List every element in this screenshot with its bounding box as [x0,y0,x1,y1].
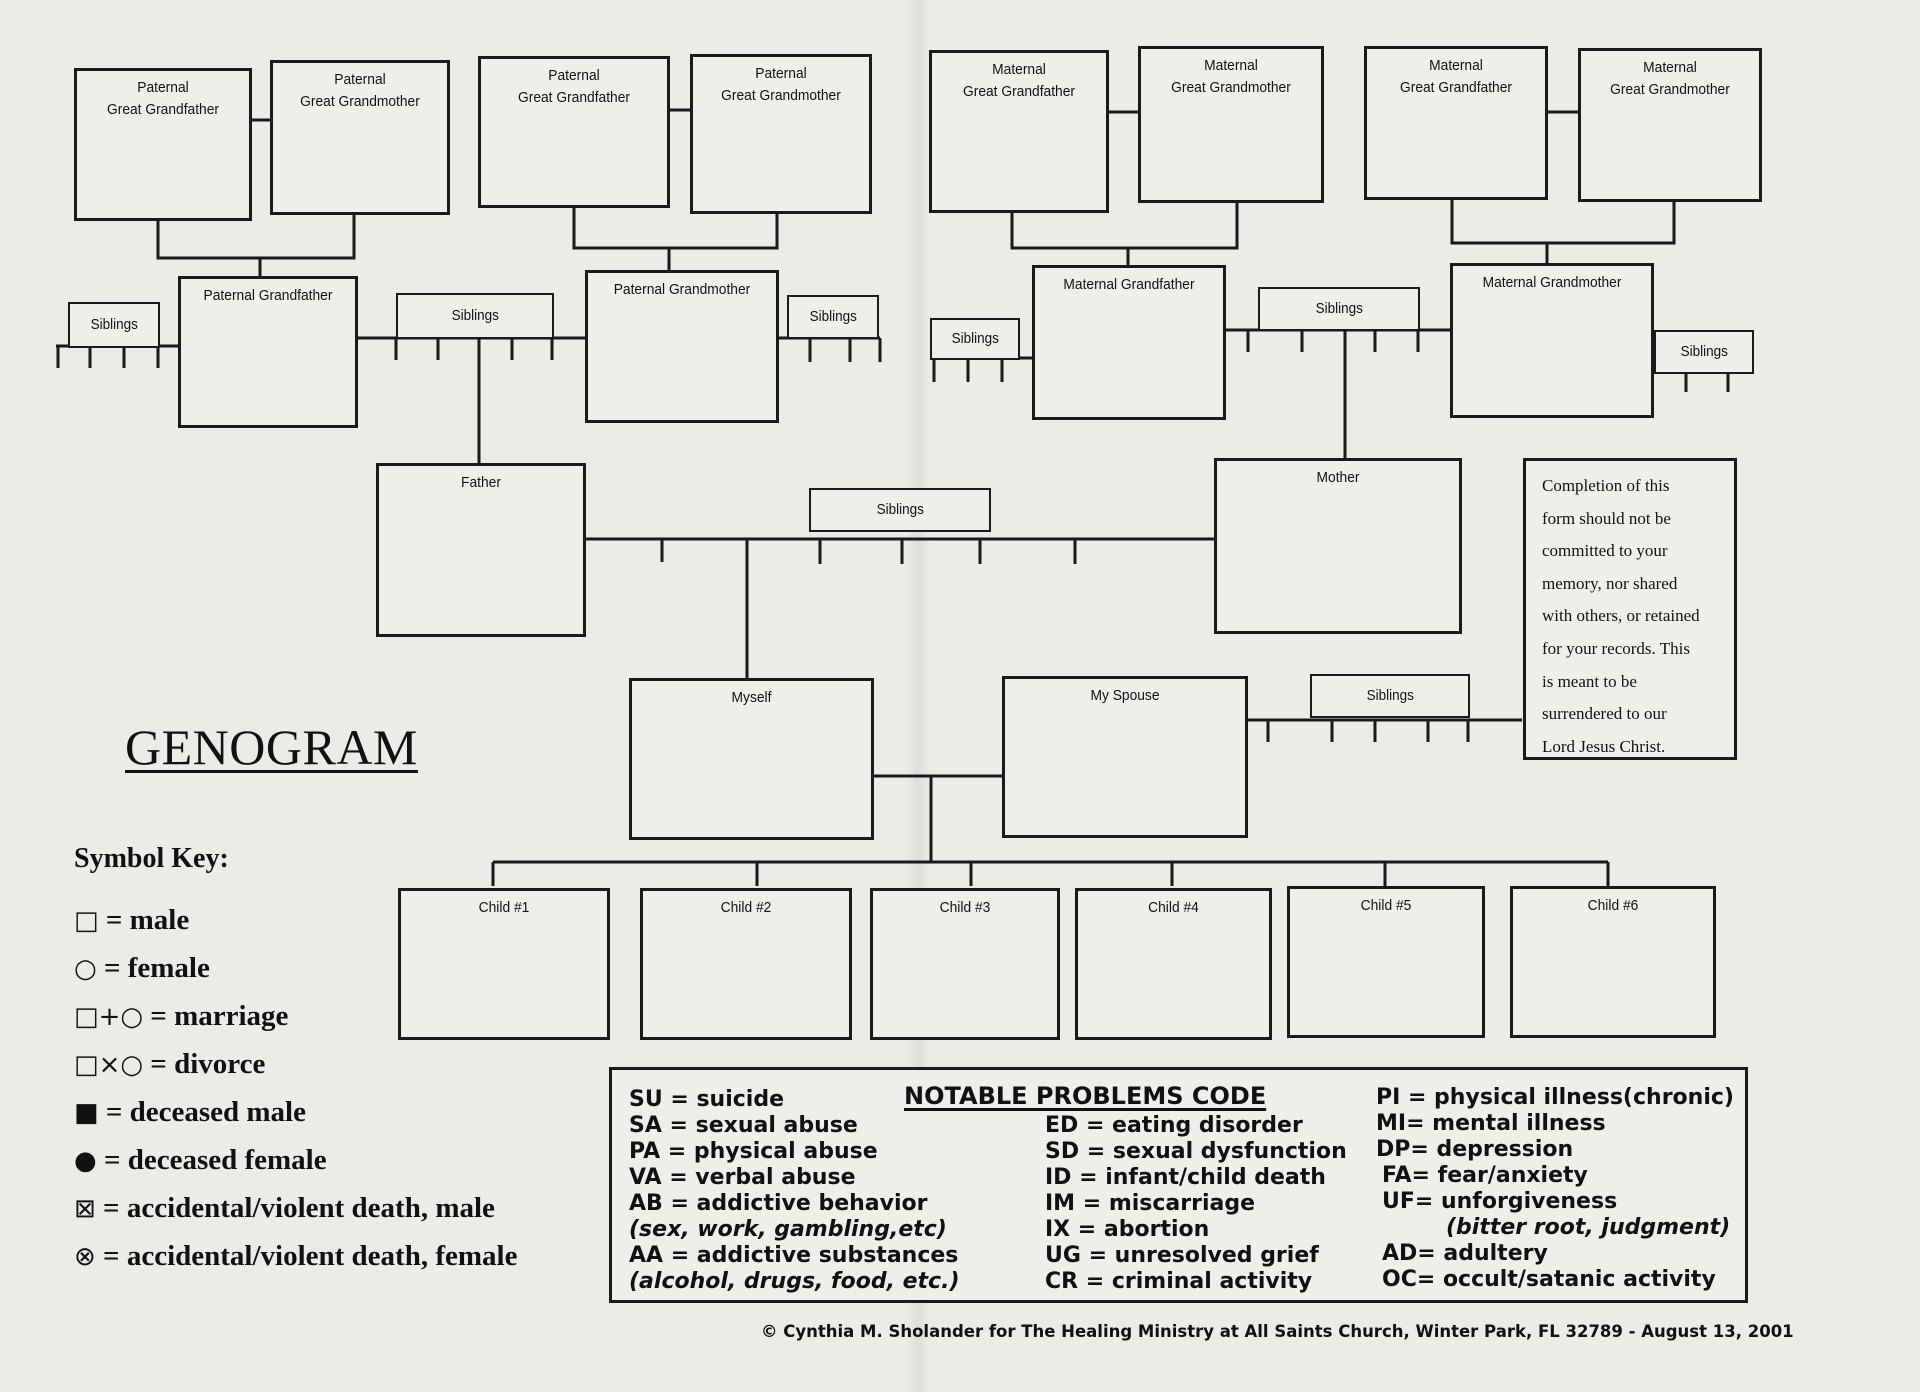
filled-circle-icon: ● [74,1146,97,1176]
myself-box[interactable]: Myself [629,678,874,840]
notable-problems-box: NOTABLE PROBLEMS CODE SU = suicide SA = … [609,1067,1748,1303]
paternal-great-grandfather-1[interactable]: Paternal Great Grandfather [74,68,252,221]
key-row-deceased-male: ■ = deceased male [74,1096,306,1128]
maternal-great-grandmother-2[interactable]: Maternal Great Grandmother [1578,48,1762,202]
code-item: SA = sexual abuse [629,1113,858,1138]
code-item: ID = infant/child death [1045,1165,1326,1190]
paternal-grandfather[interactable]: Paternal Grandfather [178,276,358,428]
copyright-notice: © Cynthia M. Sholander for The Healing M… [761,1322,1794,1341]
code-item: DP= depression [1376,1137,1574,1162]
maternal-grandfather[interactable]: Maternal Grandfather [1032,265,1226,420]
code-item: IM = miscarriage [1045,1191,1256,1216]
code-item: AD= adultery [1382,1241,1548,1266]
siblings-box-maternal-grandmother[interactable]: Siblings [1654,330,1754,374]
code-item: UG = unresolved grief [1045,1243,1319,1268]
code-item: OC= occult/satanic activity [1382,1267,1716,1292]
siblings-box-parents[interactable]: Siblings [809,488,991,532]
crossed-square-icon: ⊠ [74,1194,96,1224]
key-row-female: ○ = female [74,952,210,984]
child-1-box[interactable]: Child #1 [398,888,610,1040]
page-title: GENOGRAM [125,719,418,775]
code-item: SD = sexual dysfunction [1045,1139,1347,1164]
symbol-key-heading: Symbol Key: [74,843,229,874]
code-item: VA = verbal abuse [629,1165,856,1190]
code-item: SU = suicide [629,1087,785,1112]
siblings-box-maternal-grandparents[interactable]: Siblings [1258,287,1420,331]
siblings-box-paternal-grandfather[interactable]: Siblings [68,302,160,348]
female-circle-icon: ○ [74,954,97,984]
child-6-box[interactable]: Child #6 [1510,886,1716,1038]
crossed-circle-icon: ⊗ [74,1242,96,1272]
child-3-box[interactable]: Child #3 [870,888,1060,1040]
maternal-grandmother[interactable]: Maternal Grandmother [1450,263,1654,418]
father-box[interactable]: Father [376,463,586,637]
paternal-grandmother[interactable]: Paternal Grandmother [585,270,779,423]
completion-note: Completion of this form should not be co… [1523,458,1737,760]
male-square-icon: □ [74,906,99,936]
code-item: (alcohol, drugs, food, etc.) [629,1269,960,1294]
spouse-box[interactable]: My Spouse [1002,676,1248,838]
key-row-violent-death-female: ⊗ = accidental/violent death, female [74,1240,518,1272]
siblings-box-paternal-grandmother[interactable]: Siblings [787,295,879,339]
code-item: PI = physical illness(chronic) [1376,1085,1734,1110]
code-item: FA= fear/anxiety [1382,1163,1588,1188]
siblings-box-spouse[interactable]: Siblings [1310,674,1470,718]
child-2-box[interactable]: Child #2 [640,888,852,1040]
key-row-divorce: □×○ = divorce [74,1048,266,1080]
key-row-male: □ = male [74,904,190,936]
maternal-great-grandmother-1[interactable]: Maternal Great Grandmother [1138,46,1324,203]
filled-square-icon: ■ [74,1098,99,1128]
code-item: PA = physical abuse [629,1139,878,1164]
code-item: AA = addictive substances [629,1243,959,1268]
marriage-icon: □+○ [74,1002,144,1032]
child-4-box[interactable]: Child #4 [1075,888,1272,1040]
maternal-great-grandfather-2[interactable]: Maternal Great Grandfather [1364,46,1548,200]
paternal-great-grandfather-2[interactable]: Paternal Great Grandfather [478,56,670,208]
paternal-great-grandmother-1[interactable]: Paternal Great Grandmother [270,60,450,215]
maternal-great-grandfather-1[interactable]: Maternal Great Grandfather [929,50,1109,213]
divorce-icon: □×○ [74,1050,144,1080]
mother-box[interactable]: Mother [1214,458,1462,634]
key-row-marriage: □+○ = marriage [74,1000,289,1032]
paternal-great-grandmother-2[interactable]: Paternal Great Grandmother [690,54,872,214]
code-item: AB = addictive behavior [629,1191,928,1216]
key-row-deceased-female: ● = deceased female [74,1144,327,1176]
key-row-violent-death-male: ⊠ = accidental/violent death, male [74,1192,495,1224]
code-item: (sex, work, gambling,etc) [629,1217,947,1242]
child-5-box[interactable]: Child #5 [1287,886,1485,1038]
siblings-box-maternal-grandfather[interactable]: Siblings [930,318,1020,360]
code-item: UF= unforgiveness [1382,1189,1618,1214]
code-item: ED = eating disorder [1045,1113,1303,1138]
notable-problems-title: NOTABLE PROBLEMS CODE [904,1082,1267,1110]
code-item: IX = abortion [1045,1217,1210,1242]
code-item: CR = criminal activity [1045,1269,1313,1294]
siblings-box-paternal-grandparents[interactable]: Siblings [396,293,554,339]
code-item: (bitter root, judgment) [1446,1215,1731,1240]
code-item: MI= mental illness [1376,1111,1606,1136]
